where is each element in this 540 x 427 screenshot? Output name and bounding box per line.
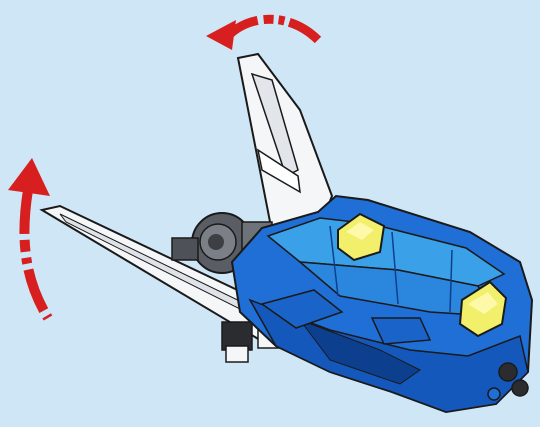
rotation-arrow-top-icon xyxy=(206,19,318,50)
tail-fin xyxy=(238,54,332,232)
rotation-arrow-left-icon xyxy=(8,158,50,318)
